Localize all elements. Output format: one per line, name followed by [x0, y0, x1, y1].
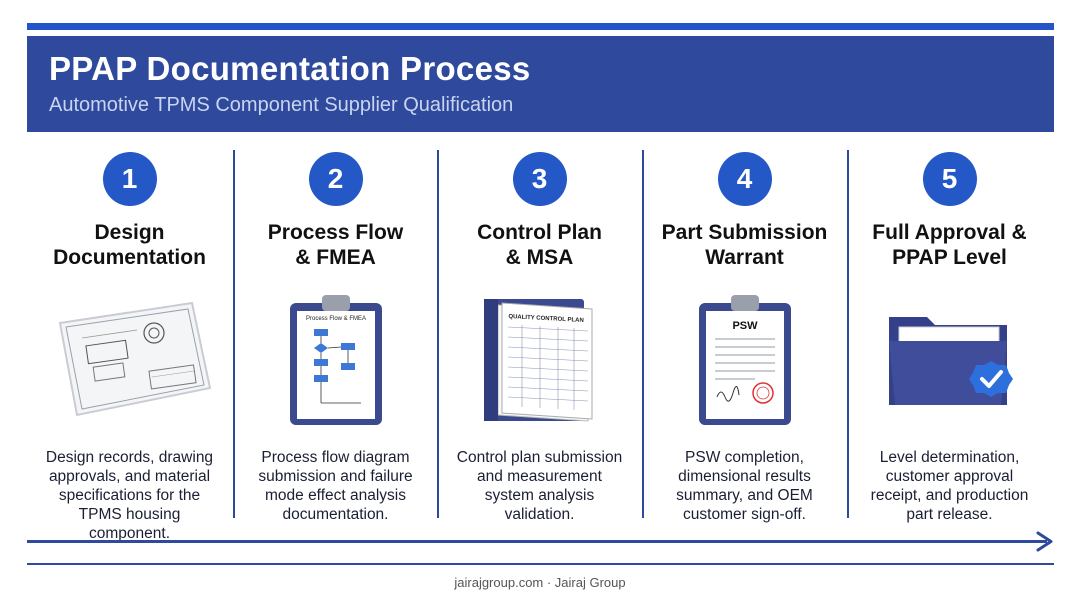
desc-line: documentation. [282, 506, 389, 523]
step-3: 3 Control Plan & MSA QUALITY CONTROL PLA… [437, 152, 642, 524]
step-title-line: PPAP Level [892, 246, 1007, 269]
timeline-arrow-line [27, 540, 1047, 543]
desc-line: TPMS housing [78, 506, 181, 523]
technical-drawing-icon [40, 290, 220, 430]
step-title-line: & MSA [505, 246, 574, 269]
desc-line: PSW completion, [685, 449, 804, 466]
step-number-badge: 2 [308, 152, 363, 206]
step-title-line: Warrant [705, 246, 784, 269]
header-banner: PPAP Documentation Process Automotive TP… [27, 36, 1054, 132]
step-4: 4 Part Submission Warrant PSW PSW comple… [642, 152, 847, 524]
arrow-right-icon [1036, 531, 1053, 552]
desc-line: Design records, drawing [45, 449, 214, 466]
desc-line: validation. [504, 506, 575, 523]
step-number-badge: 1 [102, 152, 157, 206]
step-description: Design records, drawing approvals, and m… [27, 448, 232, 543]
desc-line: customer sign-off. [683, 506, 806, 523]
desc-line: part release. [906, 506, 993, 523]
step-1: 1 Design Documentation Design records, d… [27, 152, 232, 543]
desc-line: Control plan submission [456, 449, 623, 466]
desc-line: receipt, and production [870, 487, 1029, 504]
step-title-line: & FMEA [295, 246, 376, 269]
step-title: Full Approval & PPAP Level [847, 220, 1052, 272]
desc-line: customer approval [885, 468, 1014, 485]
step-title-line: Part Submission [661, 221, 828, 244]
step-number-badge: 3 [512, 152, 567, 206]
psw-clipboard-icon: PSW [655, 290, 835, 430]
approved-folder-icon [860, 290, 1040, 430]
desc-line: specifications for the [58, 487, 201, 504]
step-number-badge: 5 [922, 152, 977, 206]
step-title: Design Documentation [27, 220, 232, 272]
step-title-line: Documentation [53, 246, 206, 269]
column-divider [642, 150, 644, 518]
column-divider [437, 150, 439, 518]
desc-line: Level determination, [879, 449, 1020, 466]
step-description: Level determination, customer approval r… [847, 448, 1052, 524]
footer-credit: jairajgroup.com · Jairaj Group [454, 575, 626, 590]
desc-line: dimensional results [678, 468, 811, 485]
desc-line: summary, and OEM [676, 487, 813, 504]
column-divider [233, 150, 235, 518]
column-divider [847, 150, 849, 518]
clipboard-label: Process Flow & FMEA [305, 316, 365, 322]
footer-rule [27, 563, 1054, 565]
step-title: Part Submission Warrant [642, 220, 847, 272]
desc-line: system analysis [484, 487, 595, 504]
desc-line: approvals, and material [48, 468, 211, 485]
step-description: Process flow diagram submission and fail… [233, 448, 438, 524]
desc-line: mode effect analysis [264, 487, 406, 504]
top-accent-stripe [27, 23, 1054, 30]
page-subtitle: Automotive TPMS Component Supplier Quali… [49, 94, 514, 116]
step-5: 5 Full Approval & PPAP Level Level deter… [847, 152, 1052, 524]
desc-line: component. [89, 525, 170, 542]
step-description: Control plan submission and measurement … [437, 448, 642, 524]
desc-line: submission and failure [258, 468, 413, 485]
step-title-line: Full Approval & [872, 221, 1027, 244]
clipboard-label: PSW [732, 320, 758, 332]
desc-line: Process flow diagram [261, 449, 410, 466]
binder-label: QUALITY CONTROL PLAN [508, 314, 584, 324]
page-title: PPAP Documentation Process [49, 50, 531, 87]
step-title: Process Flow & FMEA [233, 220, 438, 272]
step-title-line: Design [94, 221, 165, 244]
step-title-line: Control Plan [477, 221, 602, 244]
step-description: PSW completion, dimensional results summ… [642, 448, 847, 524]
flowchart-clipboard-icon: Process Flow & FMEA [246, 290, 426, 430]
control-plan-binder-icon: QUALITY CONTROL PLAN [450, 290, 630, 430]
step-2: 2 Process Flow & FMEA Process Flow & FME… [233, 152, 438, 524]
desc-line: and measurement [477, 468, 602, 485]
step-title-line: Process Flow [267, 221, 404, 244]
step-title: Control Plan & MSA [437, 220, 642, 272]
step-number-badge: 4 [717, 152, 772, 206]
